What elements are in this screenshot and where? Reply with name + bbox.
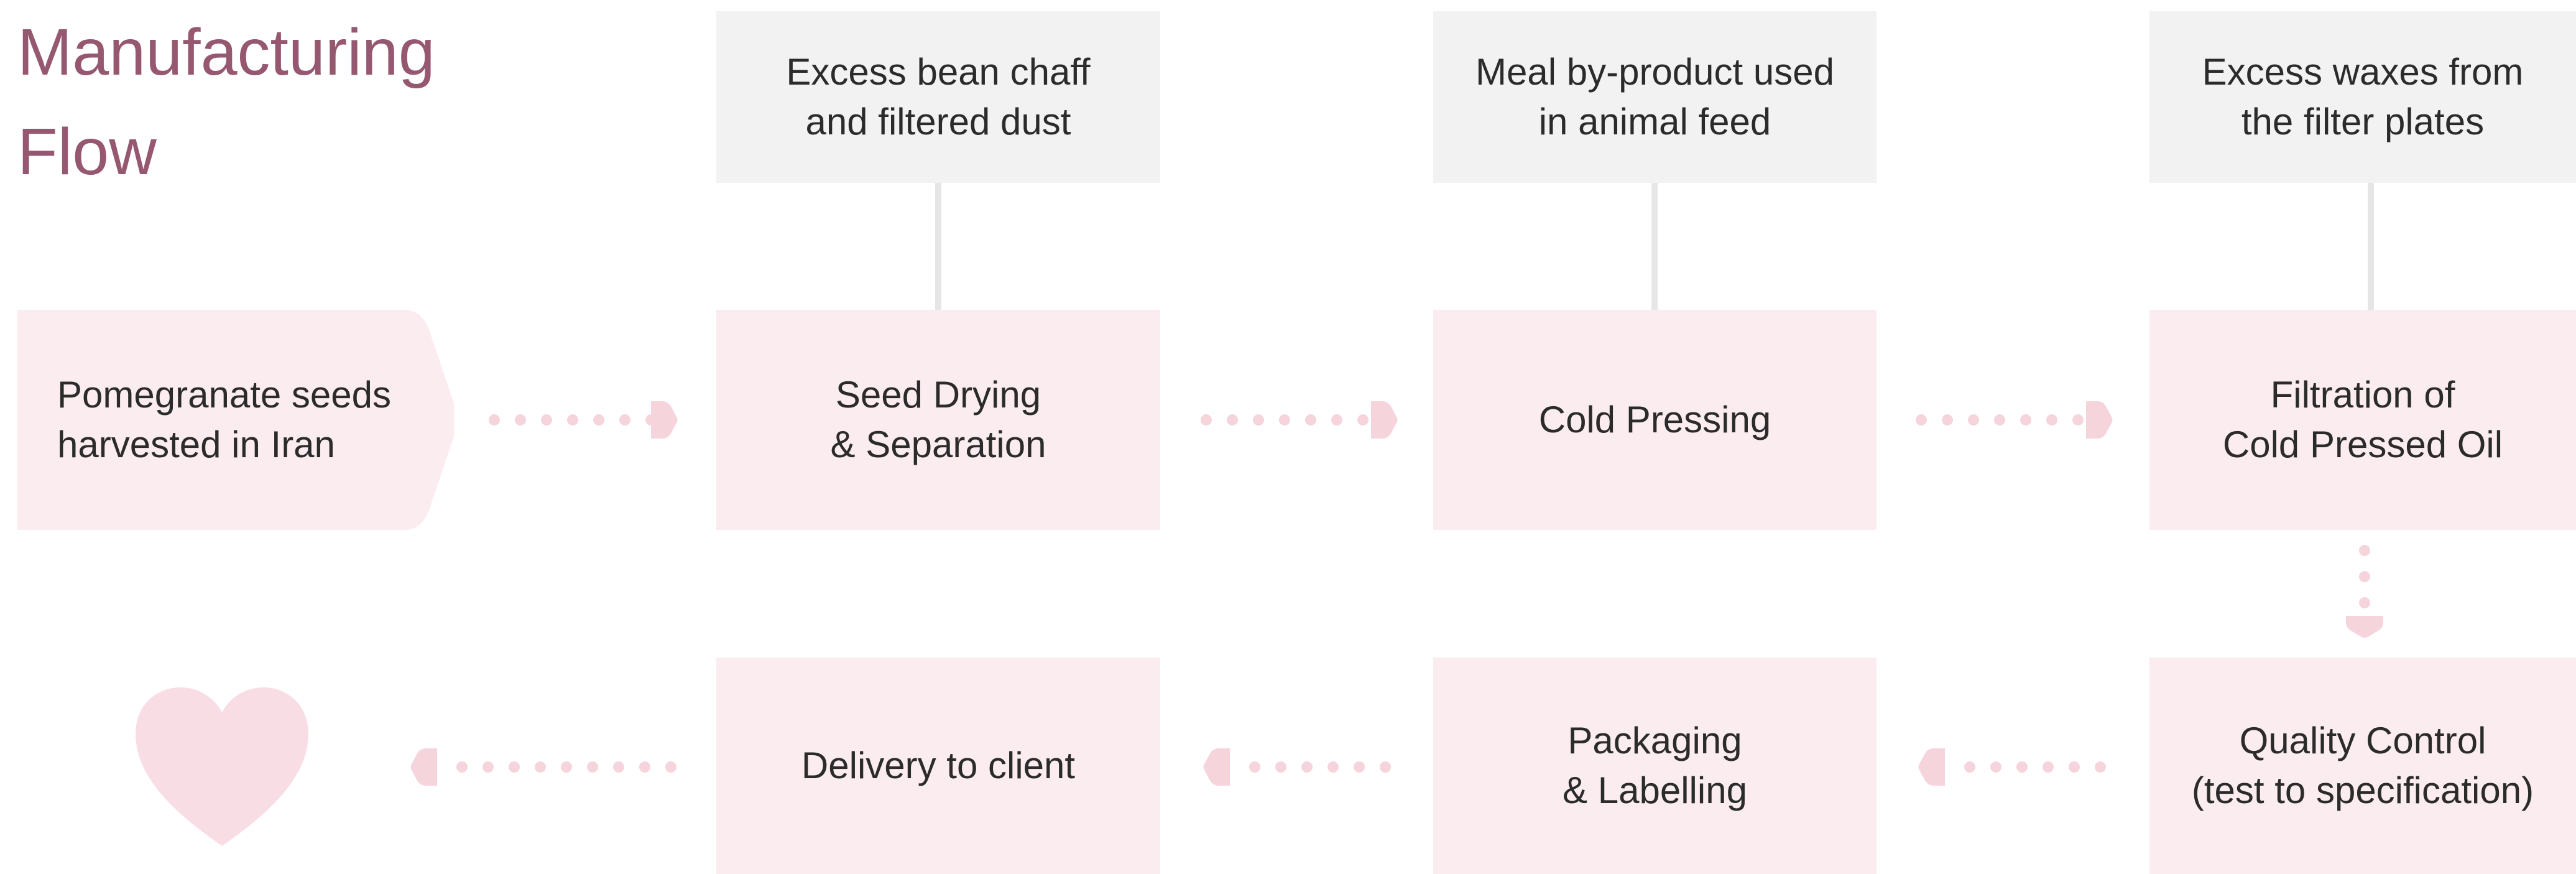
arrow-packaging-to-delivery [1203,748,1391,786]
step-filtration: Filtration of Cold Pressed Oil [2149,310,2576,530]
step-quality-control: Quality Control (test to specification) [2149,658,2576,874]
step-cold-pressing: Cold Pressing [1433,310,1877,530]
step-seed-drying: Seed Drying & Separation [716,310,1160,530]
arrow-drying-to-pressing [1201,401,1398,439]
connector-pressing [1651,183,1658,310]
arrow-qc-to-packaging [1918,748,2106,786]
note-meal-by-product: Meal by-product used in animal feed [1433,11,1877,183]
note-bean-chaff: Excess bean chaff and filtered dust [716,11,1160,183]
start-node: Pomegranate seeds harvested in Iran [17,310,454,530]
step-packaging: Packaging & Labelling [1433,658,1877,874]
connector-drying [935,183,941,310]
arrow-delivery-to-heart [410,748,676,786]
start-label: Pomegranate seeds harvested in Iran [57,374,392,465]
arrow-pressing-to-filtration [1916,401,2113,439]
step-delivery: Delivery to client [716,658,1160,874]
connector-filtration [2368,183,2374,310]
arrow-filtration-to-qc [2346,545,2383,638]
diagram-title: Manufacturing Flow [17,2,552,202]
arrow-start-to-drying [489,401,678,439]
start-shape [17,310,454,530]
heart-icon [136,687,308,846]
title-line-2: Flow [17,115,157,188]
title-line-1: Manufacturing [17,16,435,89]
note-excess-waxes: Excess waxes from the filter plates [2149,11,2576,183]
